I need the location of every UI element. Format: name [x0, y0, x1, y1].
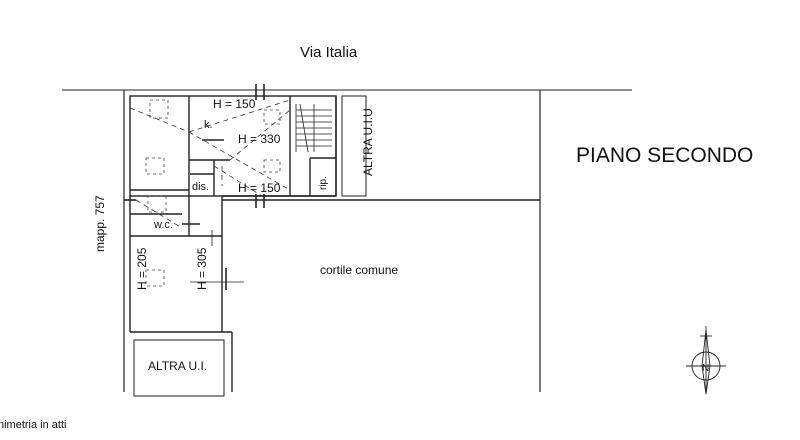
north-letter: N — [702, 363, 709, 374]
height-label-kitchen: H = 330 — [238, 132, 281, 146]
room-label-storage: rip. — [318, 176, 329, 190]
north-arrow-icon — [686, 326, 726, 395]
footer-note: nimetria in atti — [0, 419, 66, 431]
fixture-outlines — [145, 99, 281, 287]
height-label-bedroom-right: H = 305 — [195, 247, 209, 290]
neighbor-south-box — [133, 339, 225, 397]
room-label-bathroom: w.c. — [153, 219, 173, 231]
courtyard-label: cortile comune — [320, 263, 398, 277]
neighbor-east-box — [341, 95, 367, 197]
parcel-label: mapp. 757 — [93, 195, 107, 252]
wall-openings — [124, 84, 265, 290]
apartment-walls — [129, 95, 540, 392]
neighbor-south-label: ALTRA U.I. — [148, 359, 207, 373]
cross-marks — [190, 230, 244, 296]
neighbor-east-label: ALTRA U.I.U — [361, 108, 375, 176]
street-label: Via Italia — [300, 44, 358, 61]
room-label-hallway: dis. — [192, 181, 209, 193]
height-label-bedroom-left: H = 205 — [135, 247, 149, 290]
room-label-kitchen: k. — [204, 119, 213, 131]
floor-title: PIANO SECONDO — [576, 144, 753, 167]
height-label-upper-top: H = 150 — [213, 97, 256, 111]
height-label-upper-bottom: H = 150 — [238, 181, 281, 195]
staircase — [295, 103, 332, 153]
